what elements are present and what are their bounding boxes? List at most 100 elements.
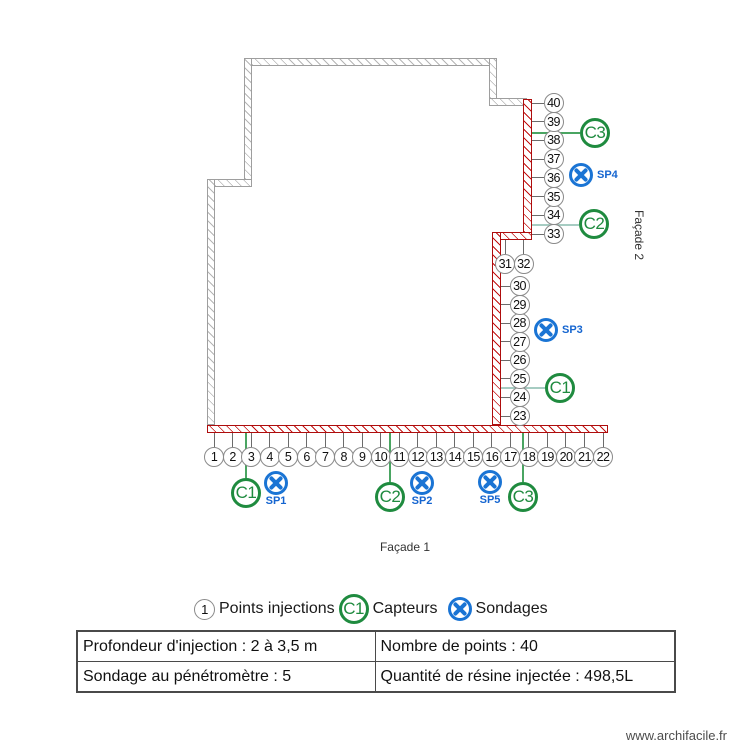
injection-connector: [583, 433, 585, 447]
injection-connector: [532, 196, 544, 198]
injection-connector: [532, 158, 544, 160]
injection-connector: [343, 433, 345, 447]
sondage-SP1: [264, 471, 288, 495]
injection-connector: [269, 433, 271, 447]
injection-point-15: 15: [463, 447, 484, 467]
summary-cell-sondage: Sondage au pénétromètre : 5: [76, 661, 376, 693]
injection-point-34: 34: [543, 205, 564, 226]
injection-connector: [532, 214, 544, 216]
injection-point-3: 3: [241, 447, 262, 467]
injection-point-30: 30: [509, 276, 530, 296]
injection-connector: [509, 433, 511, 447]
wall-top-gray: [244, 58, 497, 66]
capteur-C1-facade-1: C1: [231, 478, 261, 508]
sondage-label-SP2: SP2: [411, 495, 433, 507]
injection-connector: [565, 433, 567, 447]
legend-capteur-label: Capteurs: [372, 600, 438, 617]
injection-point-40: 40: [543, 93, 564, 114]
legend-capteur-icon: C1: [338, 594, 369, 624]
injection-point-17: 17: [500, 447, 521, 467]
injection-connector: [602, 433, 604, 447]
injection-connector: [532, 177, 544, 179]
injection-point-39: 39: [543, 111, 564, 132]
injection-point-2: 2: [222, 447, 243, 467]
injection-point-24: 24: [509, 387, 530, 408]
injection-point-38: 38: [543, 130, 564, 151]
injection-connector: [501, 341, 511, 343]
injection-point-36: 36: [543, 167, 564, 188]
injection-point-32: 32: [513, 254, 534, 274]
legend-injection-icon: 1: [194, 598, 215, 620]
facade-1-label: Façade 1: [379, 540, 431, 554]
injection-point-22: 22: [593, 447, 613, 467]
injection-point-26: 26: [509, 350, 530, 371]
injection-connector: [546, 433, 548, 447]
injection-point-11: 11: [389, 447, 410, 467]
capteur-C3-facade-2-upper: C3: [580, 118, 610, 148]
summary-cell-quantite-resine: Quantité de résine injectée : 498,5L: [374, 661, 676, 693]
summary-table: Profondeur d'injection : 2 à 3,5 m Nombr…: [76, 630, 676, 693]
injection-connector: [501, 285, 511, 287]
injection-connector: [501, 396, 511, 398]
injection-point-31: 31: [495, 254, 515, 274]
sondage-SP2: [410, 471, 434, 495]
injection-connector: [501, 415, 511, 417]
wall-facade2-upper-red: [523, 99, 532, 240]
injection-connector: [501, 378, 511, 380]
legend: 1 Points injections C1 Capteurs Sondages: [194, 593, 552, 625]
injection-point-6: 6: [296, 447, 317, 467]
wall-lower-left-gray: [207, 179, 215, 425]
injection-connector: [501, 322, 511, 324]
injection-connector: [287, 433, 289, 447]
injection-point-23: 23: [509, 406, 530, 426]
injection-point-16: 16: [481, 447, 502, 467]
sondage-label-SP3: SP3: [562, 324, 583, 336]
injection-connector: [324, 433, 326, 447]
wall-right-step-gray: [489, 98, 527, 106]
injection-connector: [250, 433, 252, 447]
capteur-C1-facade-2-lower: C1: [545, 373, 575, 403]
injection-connector: [501, 359, 511, 361]
injection-connector: [232, 433, 234, 447]
injection-point-21: 21: [574, 447, 595, 467]
injection-connector: [532, 102, 544, 104]
legend-sondage-label: Sondages: [475, 600, 548, 617]
sondage-SP3: [534, 318, 558, 342]
injection-point-27: 27: [509, 331, 530, 352]
injection-connector: [532, 139, 544, 141]
injection-point-14: 14: [444, 447, 465, 467]
injection-connector: [504, 240, 506, 254]
capteur-C3-facade-1: C3: [508, 482, 538, 512]
injection-connector: [361, 433, 363, 447]
injection-connector: [528, 433, 530, 447]
injection-connector: [417, 433, 419, 447]
capteur-C2-facade-2-mid: C2: [579, 209, 609, 239]
legend-injection-label: Points injections: [219, 600, 335, 617]
sondage-label-SP1: SP1: [265, 495, 287, 507]
website-link[interactable]: www.archifacile.fr: [625, 728, 727, 743]
injection-point-18: 18: [518, 447, 539, 467]
injection-connector: [306, 433, 308, 447]
injection-connector: [454, 433, 456, 447]
summary-cell-nombre-points: Nombre de points : 40: [374, 630, 676, 662]
legend-sondage-icon: [447, 597, 472, 621]
injection-connector: [380, 433, 382, 447]
injection-connector: [398, 433, 400, 447]
injection-point-19: 19: [537, 447, 558, 467]
injection-point-29: 29: [509, 294, 530, 315]
facade-2-label: Façade 2: [632, 210, 646, 261]
injection-point-20: 20: [555, 447, 576, 467]
injection-point-13: 13: [426, 447, 447, 467]
sondage-SP5: [478, 470, 502, 494]
injection-point-10: 10: [370, 447, 391, 467]
injection-point-1: 1: [204, 447, 224, 467]
injection-point-8: 8: [333, 447, 354, 467]
sondage-label-SP4: SP4: [597, 169, 618, 181]
sondage-label-SP5: SP5: [479, 494, 501, 506]
injection-connector: [213, 433, 215, 447]
injection-connector: [472, 433, 474, 447]
wall-facade1-red: [207, 425, 608, 433]
summary-cell-profondeur: Profondeur d'injection : 2 à 3,5 m: [76, 630, 376, 662]
injection-point-25: 25: [509, 368, 530, 389]
